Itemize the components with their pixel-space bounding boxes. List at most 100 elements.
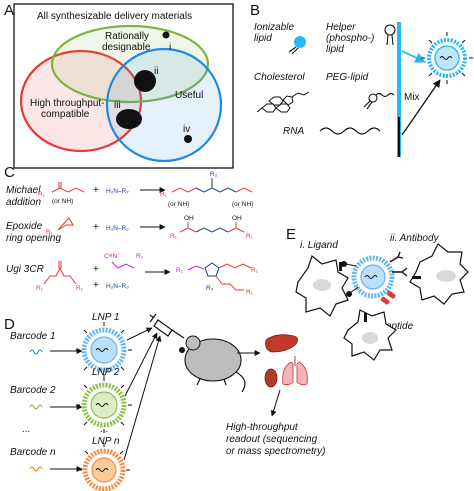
- panel-e: E i. Ligand ii. Antibody iii. Peptide: [286, 226, 469, 361]
- panel-d: D Barcode 1 Barcode 2 ... Barcode n LNP …: [4, 312, 325, 491]
- michael-product: [171, 178, 253, 193]
- peptide-icon: [380, 290, 396, 305]
- epoxide-product-r1a: R₁: [170, 233, 178, 240]
- venn-outer-title: All synthesizable delivery materials: [37, 11, 192, 22]
- ugi-ketone-reactant: [43, 261, 77, 285]
- barcode-2-icon: [29, 404, 43, 410]
- lnp-ellipsis: ...: [100, 424, 108, 435]
- ugi-product-r1-b: R₁: [246, 289, 254, 296]
- nucleus-bottom: [362, 332, 378, 344]
- epoxide-oh-1: OH: [184, 215, 194, 222]
- helper-label-2: (phospho-): [326, 33, 374, 44]
- lnp-n-icon: [78, 443, 130, 491]
- lnp-e-icon: [351, 255, 395, 299]
- lnp-n-to-syringe-arrow: [123, 335, 162, 461]
- mix-label: Mix: [404, 92, 420, 103]
- syringe-icon: [149, 313, 185, 339]
- epoxide-product-r1b: R₁: [246, 233, 254, 240]
- michael-product-or-nh-2: (or NH): [232, 201, 253, 208]
- helper-lipid-icon: [384, 24, 396, 46]
- rna-strand-icon: [319, 127, 381, 135]
- panel-b: B Ionizable lipid Helper (phospho-) lipi…: [250, 2, 473, 157]
- venn-dot-iv: [184, 135, 192, 143]
- michael-label-2: addition: [6, 197, 41, 208]
- venn-ht-label-2: compatible: [41, 109, 90, 120]
- ugi-r1-a: R₁: [36, 285, 44, 292]
- epoxide-plus: +: [93, 222, 99, 233]
- antibody-icon: [389, 251, 408, 277]
- michael-label-1: Michael: [6, 185, 41, 196]
- antibody-label: ii. Antibody: [390, 233, 440, 244]
- mix-arrow-black: [401, 79, 441, 136]
- panel-d-letter: D: [4, 316, 15, 333]
- lnp-2-to-syringe-arrow: [124, 332, 158, 397]
- lnp-1-to-syringe-arrow: [126, 327, 153, 341]
- epoxide-label-2: ring opening: [6, 233, 61, 244]
- readout-label-1: High-throughput: [226, 422, 299, 433]
- michael-r1: R₁: [38, 191, 46, 198]
- venn-marker-iv: iv: [183, 124, 190, 135]
- venn-marker-i: i: [169, 42, 171, 53]
- epoxide-amine: H₂N–R₂: [106, 225, 129, 232]
- epoxide-label-1: Epoxide: [6, 221, 43, 232]
- michael-product-r2: R₂: [210, 171, 218, 178]
- venn-dot-iii: [116, 109, 142, 129]
- nucleus-left: [313, 279, 331, 291]
- epoxide-r1: R₁: [46, 229, 54, 236]
- cholesterol-label: Cholesterol: [254, 72, 305, 83]
- ionizable-label-2: lipid: [254, 33, 272, 44]
- venn-useful: [105, 47, 223, 163]
- spleen-icon: [264, 368, 278, 388]
- lungs-icon: [282, 356, 308, 386]
- ugi-isocyanide-r2: R₂: [136, 253, 144, 260]
- panel-c-letter: C: [4, 164, 15, 181]
- venn-rational-label-1: Rationally: [105, 31, 149, 42]
- michael-acrylate-reactant: [51, 182, 85, 193]
- nucleus-right: [436, 270, 456, 282]
- receptor-ligand: [339, 262, 342, 271]
- panel-a-letter: A: [4, 2, 14, 19]
- barcode-ellipsis: ...: [22, 424, 30, 435]
- venn-marker-ii: ii: [154, 66, 158, 77]
- peg-lipid-icon: [363, 92, 395, 110]
- barcode-n-label: Barcode n: [10, 447, 56, 458]
- readout-label-2: readout (sequencing: [226, 434, 318, 445]
- ugi-plus-1: +: [93, 264, 99, 275]
- helper-label-1: Helper: [326, 22, 356, 33]
- ugi-amine: H₂N–R₃: [106, 283, 129, 290]
- cholesterol-icon: [256, 91, 310, 113]
- venn-dot-i: [162, 31, 170, 39]
- barcode-1-icon: [29, 349, 43, 355]
- helper-label-3: lipid: [326, 44, 344, 55]
- rna-label: RNA: [283, 126, 304, 137]
- epoxide-reactant: [57, 217, 74, 231]
- venn-outer-box: [13, 3, 234, 169]
- lnp-2-label: LNP 2: [92, 367, 120, 378]
- ugi-plus-2: +: [93, 280, 99, 291]
- liver-icon: [265, 334, 298, 353]
- ligand-icon: [341, 261, 359, 297]
- lnp-n-label: LNP n: [92, 436, 120, 447]
- venn-rational-label-2: designable: [102, 42, 151, 53]
- venn-marker-iii: iii: [114, 100, 121, 111]
- michael-product-or-nh-1: (or NH): [168, 201, 189, 208]
- barcode-n-icon: [29, 466, 43, 472]
- ugi-product-r2: R₂: [176, 267, 184, 274]
- barcode-2-label: Barcode 2: [10, 385, 56, 396]
- venn-ht-label-1: High throughput-: [30, 98, 105, 109]
- venn-dot-ii: [134, 70, 156, 92]
- ionizable-lipid-icon: [288, 36, 306, 55]
- lnp-b-icon: [421, 32, 473, 84]
- ugi-product-r3: R₃: [206, 285, 214, 292]
- mix-bar: [397, 22, 401, 157]
- readout-label-3: or mass spectrometry): [226, 446, 325, 457]
- mouse-icon: [179, 335, 246, 393]
- lnp-2-icon: [76, 377, 132, 433]
- panel-c: C Michael addition R₁ (or NH) + H₂N–R₂ R…: [4, 164, 259, 296]
- epoxide-oh-2: OH: [232, 215, 242, 222]
- panel-b-letter: B: [250, 2, 260, 19]
- panel-a: A All synthesizable delivery materials R…: [4, 2, 234, 169]
- michael-amine: H₂N–R₂: [106, 188, 129, 195]
- michael-product-r1: R₁: [160, 191, 168, 198]
